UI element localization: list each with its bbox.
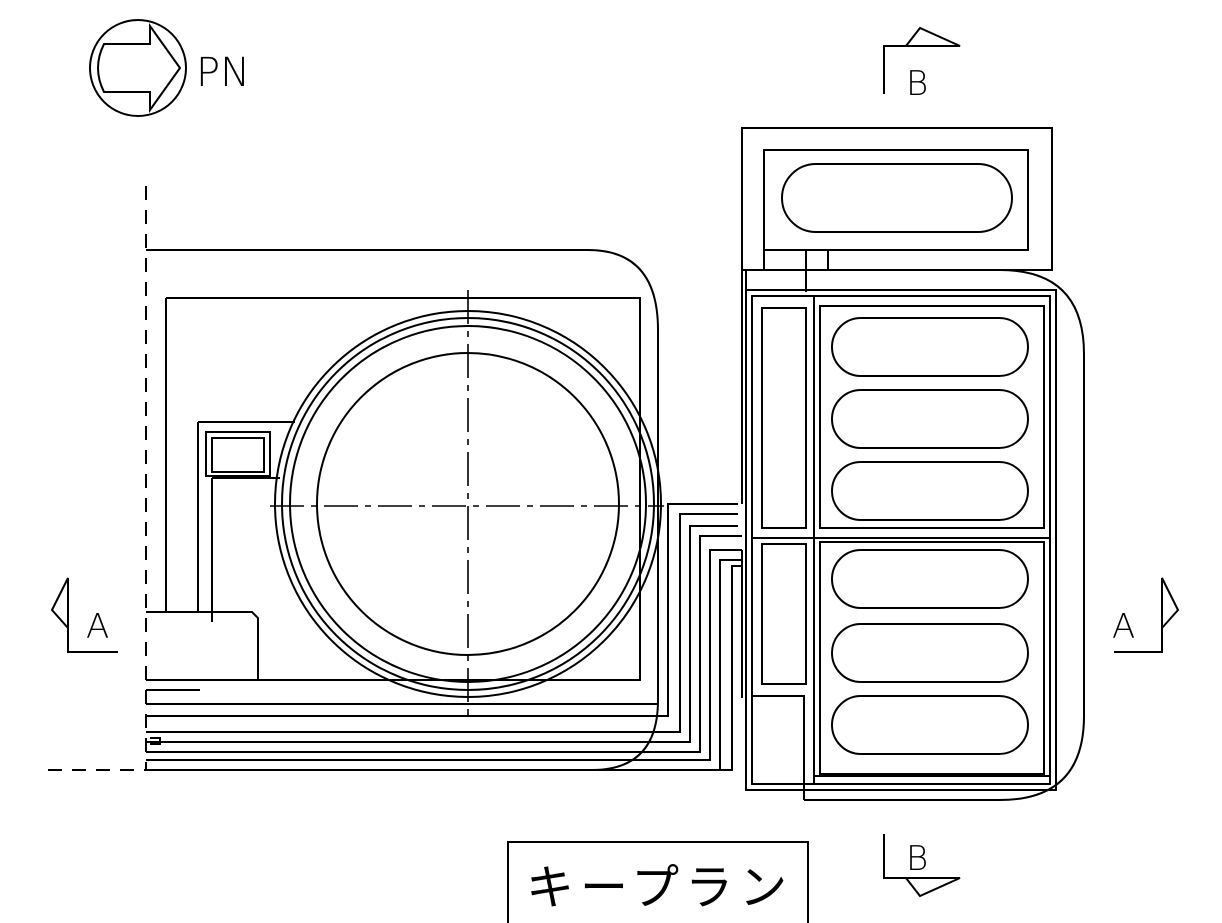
section-label-b-bottom: B: [906, 839, 928, 879]
section-marker-b-bottom: B: [883, 834, 961, 898]
right-building: [741, 127, 1085, 801]
north-arrow-label: PN: [196, 50, 250, 96]
section-marker-b-top: B: [883, 26, 961, 104]
section-marker-a-left: A: [50, 577, 118, 653]
section-label-a-right: A: [1112, 607, 1135, 647]
north-arrow-icon: [89, 19, 187, 117]
circular-tank: [270, 290, 664, 720]
key-plan-title-box: キープラン: [507, 841, 809, 923]
boundary-lines: [48, 186, 147, 771]
section-label-b-top: B: [906, 64, 928, 104]
section-marker-a-right: A: [1112, 577, 1180, 653]
section-label-a-left: A: [86, 607, 109, 647]
main-tank: [146, 249, 742, 771]
key-plan-label: キープラン: [526, 860, 793, 916]
